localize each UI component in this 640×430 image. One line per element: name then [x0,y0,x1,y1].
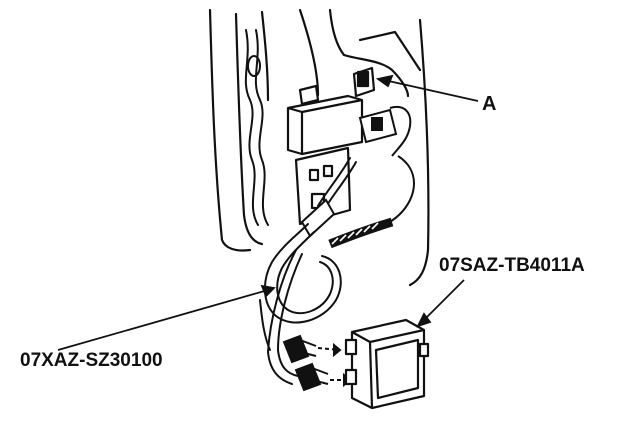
callout-a-label: A [482,93,497,115]
interior-panel [208,8,430,287]
tool-part-number-label: 07SAZ-TB4011A [439,255,585,276]
test-plugs [282,334,329,392]
wire-harness [259,157,357,385]
control-unit [286,66,376,226]
pillar-harness [244,29,269,226]
unit-connector [351,106,415,237]
test-tool [344,318,430,410]
cable-part-number-label: 07XAZ-SZ30100 [20,350,163,371]
corrugated-harness [328,217,394,249]
leader-lines [57,74,479,351]
